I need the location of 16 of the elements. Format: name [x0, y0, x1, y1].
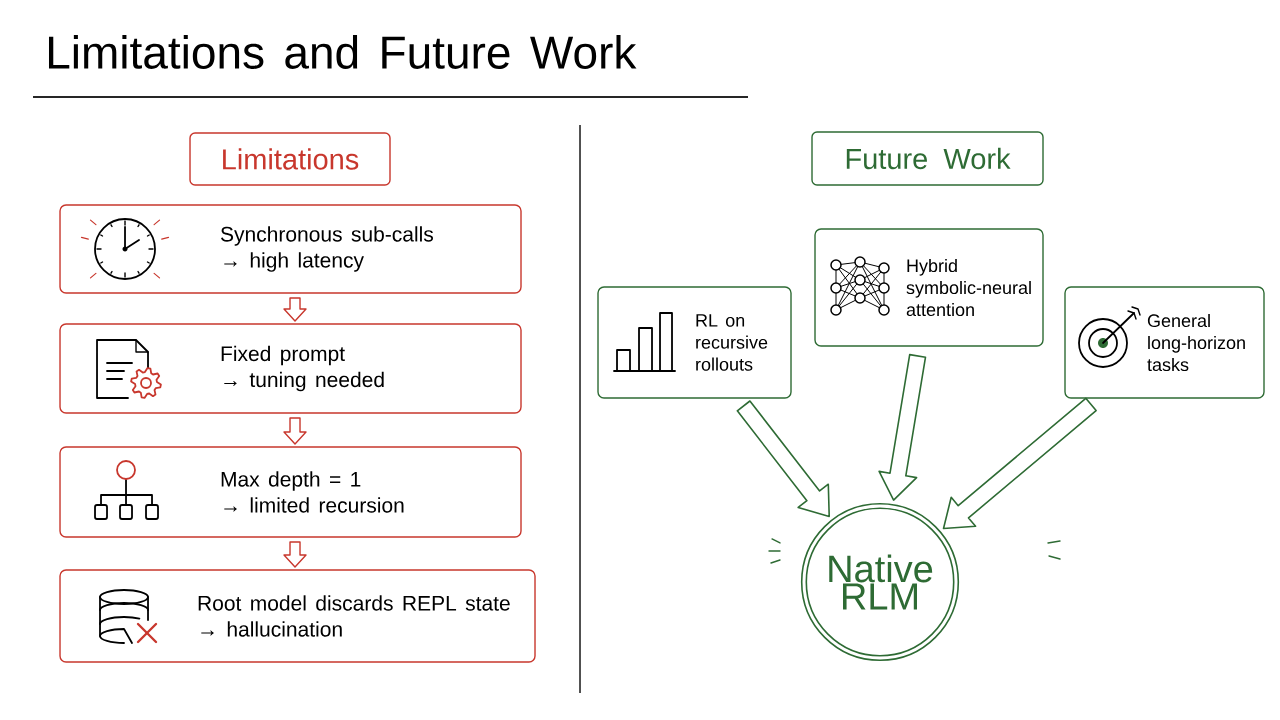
- block-arrow: [283, 417, 307, 445]
- block-arrow: [736, 400, 830, 518]
- limitation-box: Root model discards REPL state → hallucination: [59, 569, 536, 663]
- block-arrow: [878, 353, 927, 501]
- limitation-box: Synchronous sub-calls → high latency: [59, 204, 522, 294]
- title: Limitations and Future Work: [49, 35, 637, 69]
- future-work-box: Hybrid symbolic-neural attention: [814, 228, 1044, 347]
- block-arrow: [942, 397, 1097, 530]
- heading-box: Limitations: [189, 132, 391, 186]
- future-work-box: RL on recursive rollouts: [597, 286, 792, 399]
- heading-box: Future Work: [811, 131, 1044, 186]
- limitation-box: Max depth = 1 → limited recursion: [59, 446, 522, 538]
- block-arrow: [283, 297, 307, 322]
- future-work-box: General long-horizon tasks: [1064, 286, 1265, 399]
- limitation-box: Fixed prompt → tuning needed: [59, 323, 522, 414]
- block-arrow: [283, 541, 307, 568]
